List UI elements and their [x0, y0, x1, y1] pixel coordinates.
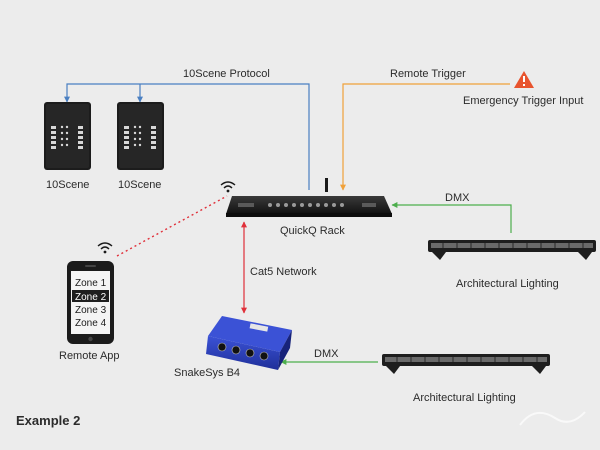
scene-right-label: 10Scene	[118, 179, 161, 191]
dmx-bottom-label: DMX	[314, 348, 339, 360]
arch-bottom-label: Architectural Lighting	[413, 392, 516, 404]
watermark	[519, 411, 586, 426]
arch-top-label: Architectural Lighting	[456, 278, 559, 290]
dmx-top-connection	[391, 202, 512, 233]
emergency-trigger-label: Emergency Trigger Input	[463, 95, 583, 107]
quickq-rack	[226, 178, 392, 217]
zone-2-selected[interactable]	[72, 290, 109, 302]
dmx-top-label: DMX	[445, 192, 470, 204]
zone-4[interactable]	[72, 317, 109, 328]
remote-app-label: Remote App	[59, 350, 120, 362]
scene-panel-left	[44, 102, 91, 170]
scene-panel-right	[117, 102, 164, 170]
protocol-label: 10Scene Protocol	[183, 68, 270, 80]
wifi-icon	[97, 242, 113, 254]
warning-triangle-icon	[514, 71, 534, 88]
snakesys-label: SnakeSys B4	[174, 367, 240, 379]
zone-3-label: Zone 3	[75, 305, 107, 316]
protocol-connection	[64, 83, 310, 190]
wifi-icon	[220, 181, 236, 193]
architectural-light-bottom	[382, 354, 550, 374]
zone-1[interactable]	[72, 277, 109, 288]
zone-1-label: Zone 1	[75, 278, 107, 289]
architectural-light-top	[428, 240, 596, 260]
remote-trigger-connection	[340, 83, 510, 191]
zone-2-label: Zone 2	[75, 292, 107, 303]
rack-label: QuickQ Rack	[280, 225, 345, 237]
wifi-link	[116, 195, 228, 257]
cat5-label: Cat5 Network	[250, 266, 317, 278]
zone-list: Zone 1 Zone 2 Zone 3 Zone 4	[72, 277, 109, 329]
scene-left-label: 10Scene	[46, 179, 89, 191]
zone-4-label: Zone 4	[75, 318, 107, 329]
remote-trigger-label: Remote Trigger	[390, 68, 466, 80]
snakesys-b4	[206, 316, 292, 370]
example-title: Example 2	[16, 413, 80, 428]
zone-3[interactable]	[72, 304, 109, 315]
